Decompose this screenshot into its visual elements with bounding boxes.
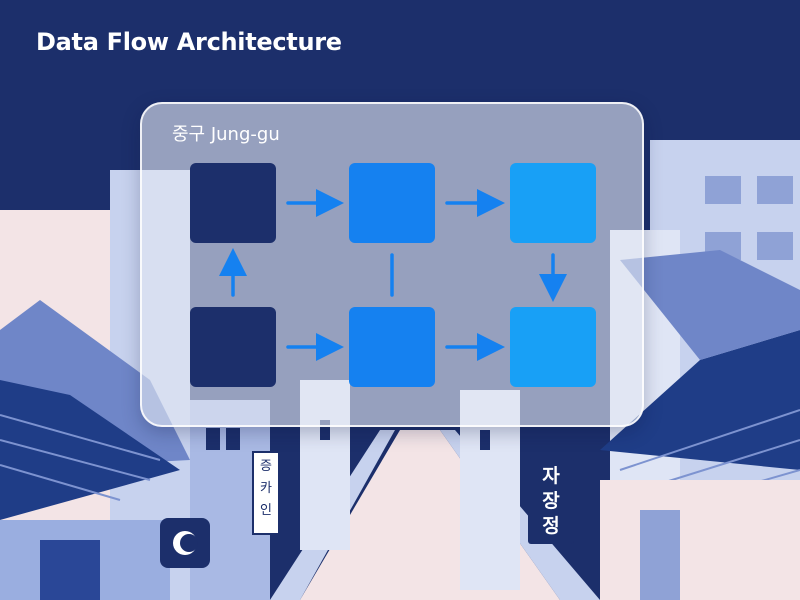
- diagram-node-n1: [190, 163, 276, 243]
- diagram-node-n6: [510, 307, 596, 387]
- diagram-node-n2: [349, 163, 435, 243]
- diagram-node-n5: [349, 307, 435, 387]
- diagram-node-n4: [190, 307, 276, 387]
- diagram-node-n3: [510, 163, 596, 243]
- panel-label: 중구 Jung-gu: [172, 124, 280, 145]
- page-title: Data Flow Architecture: [36, 28, 342, 56]
